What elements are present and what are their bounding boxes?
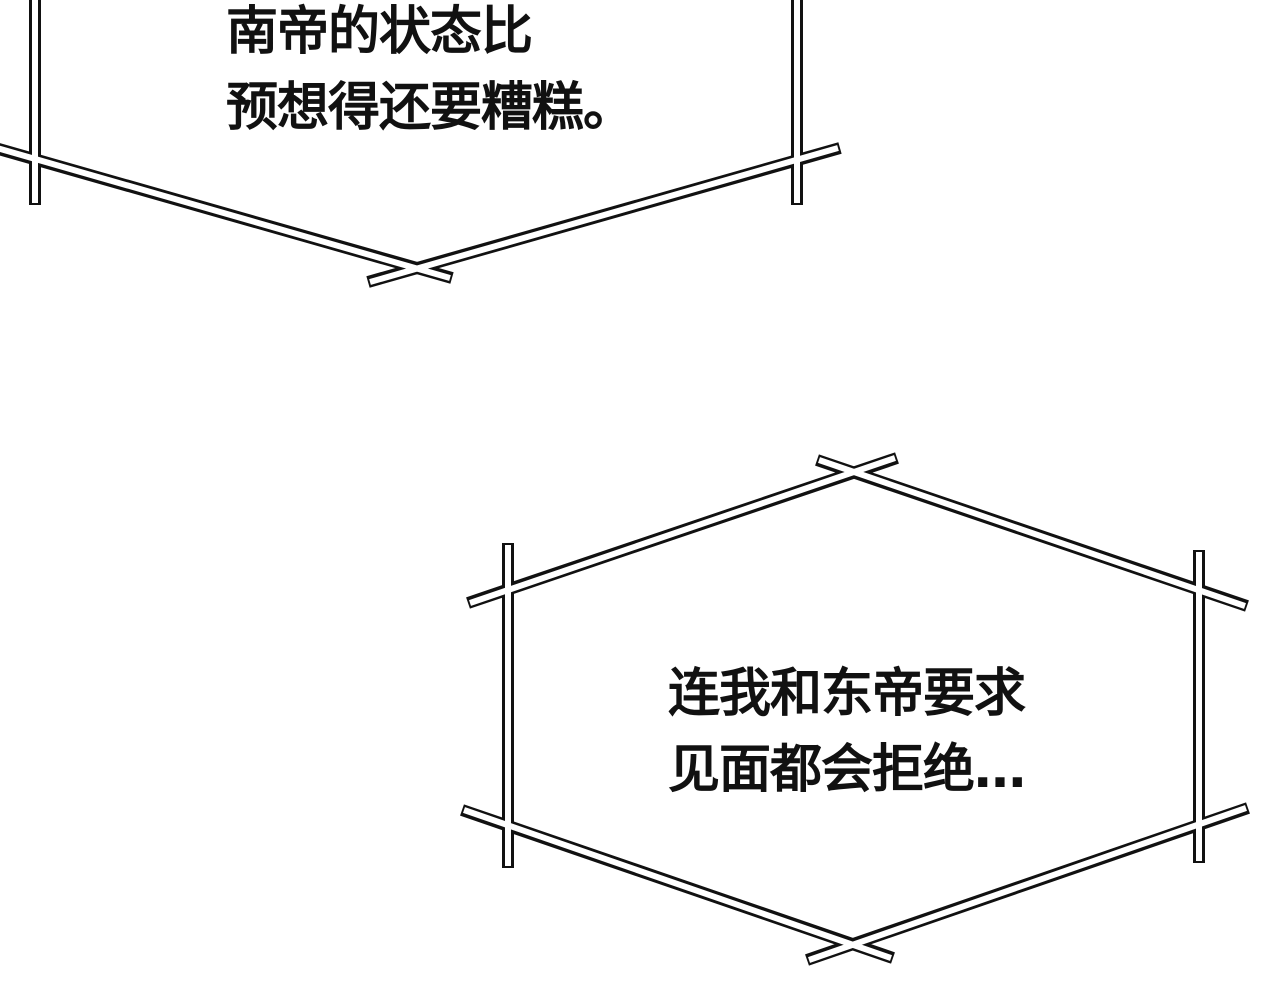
bubble2-line1: 连我和东帝要求 bbox=[668, 664, 1026, 724]
bubble2-line2: 见面都会拒绝… bbox=[668, 740, 1026, 800]
bubble1-line2: 预想得还要糟糕。 bbox=[226, 78, 635, 138]
bubble2-text: 连我和东帝要求 见面都会拒绝… bbox=[668, 656, 1026, 808]
bubble1-frame bbox=[0, 0, 842, 288]
bubble1-line1: 南帝的状态比 bbox=[226, 2, 533, 62]
bubble2-frame bbox=[460, 452, 1250, 966]
bubble1-text: 南帝的状态比 预想得还要糟糕。 bbox=[226, 0, 635, 146]
